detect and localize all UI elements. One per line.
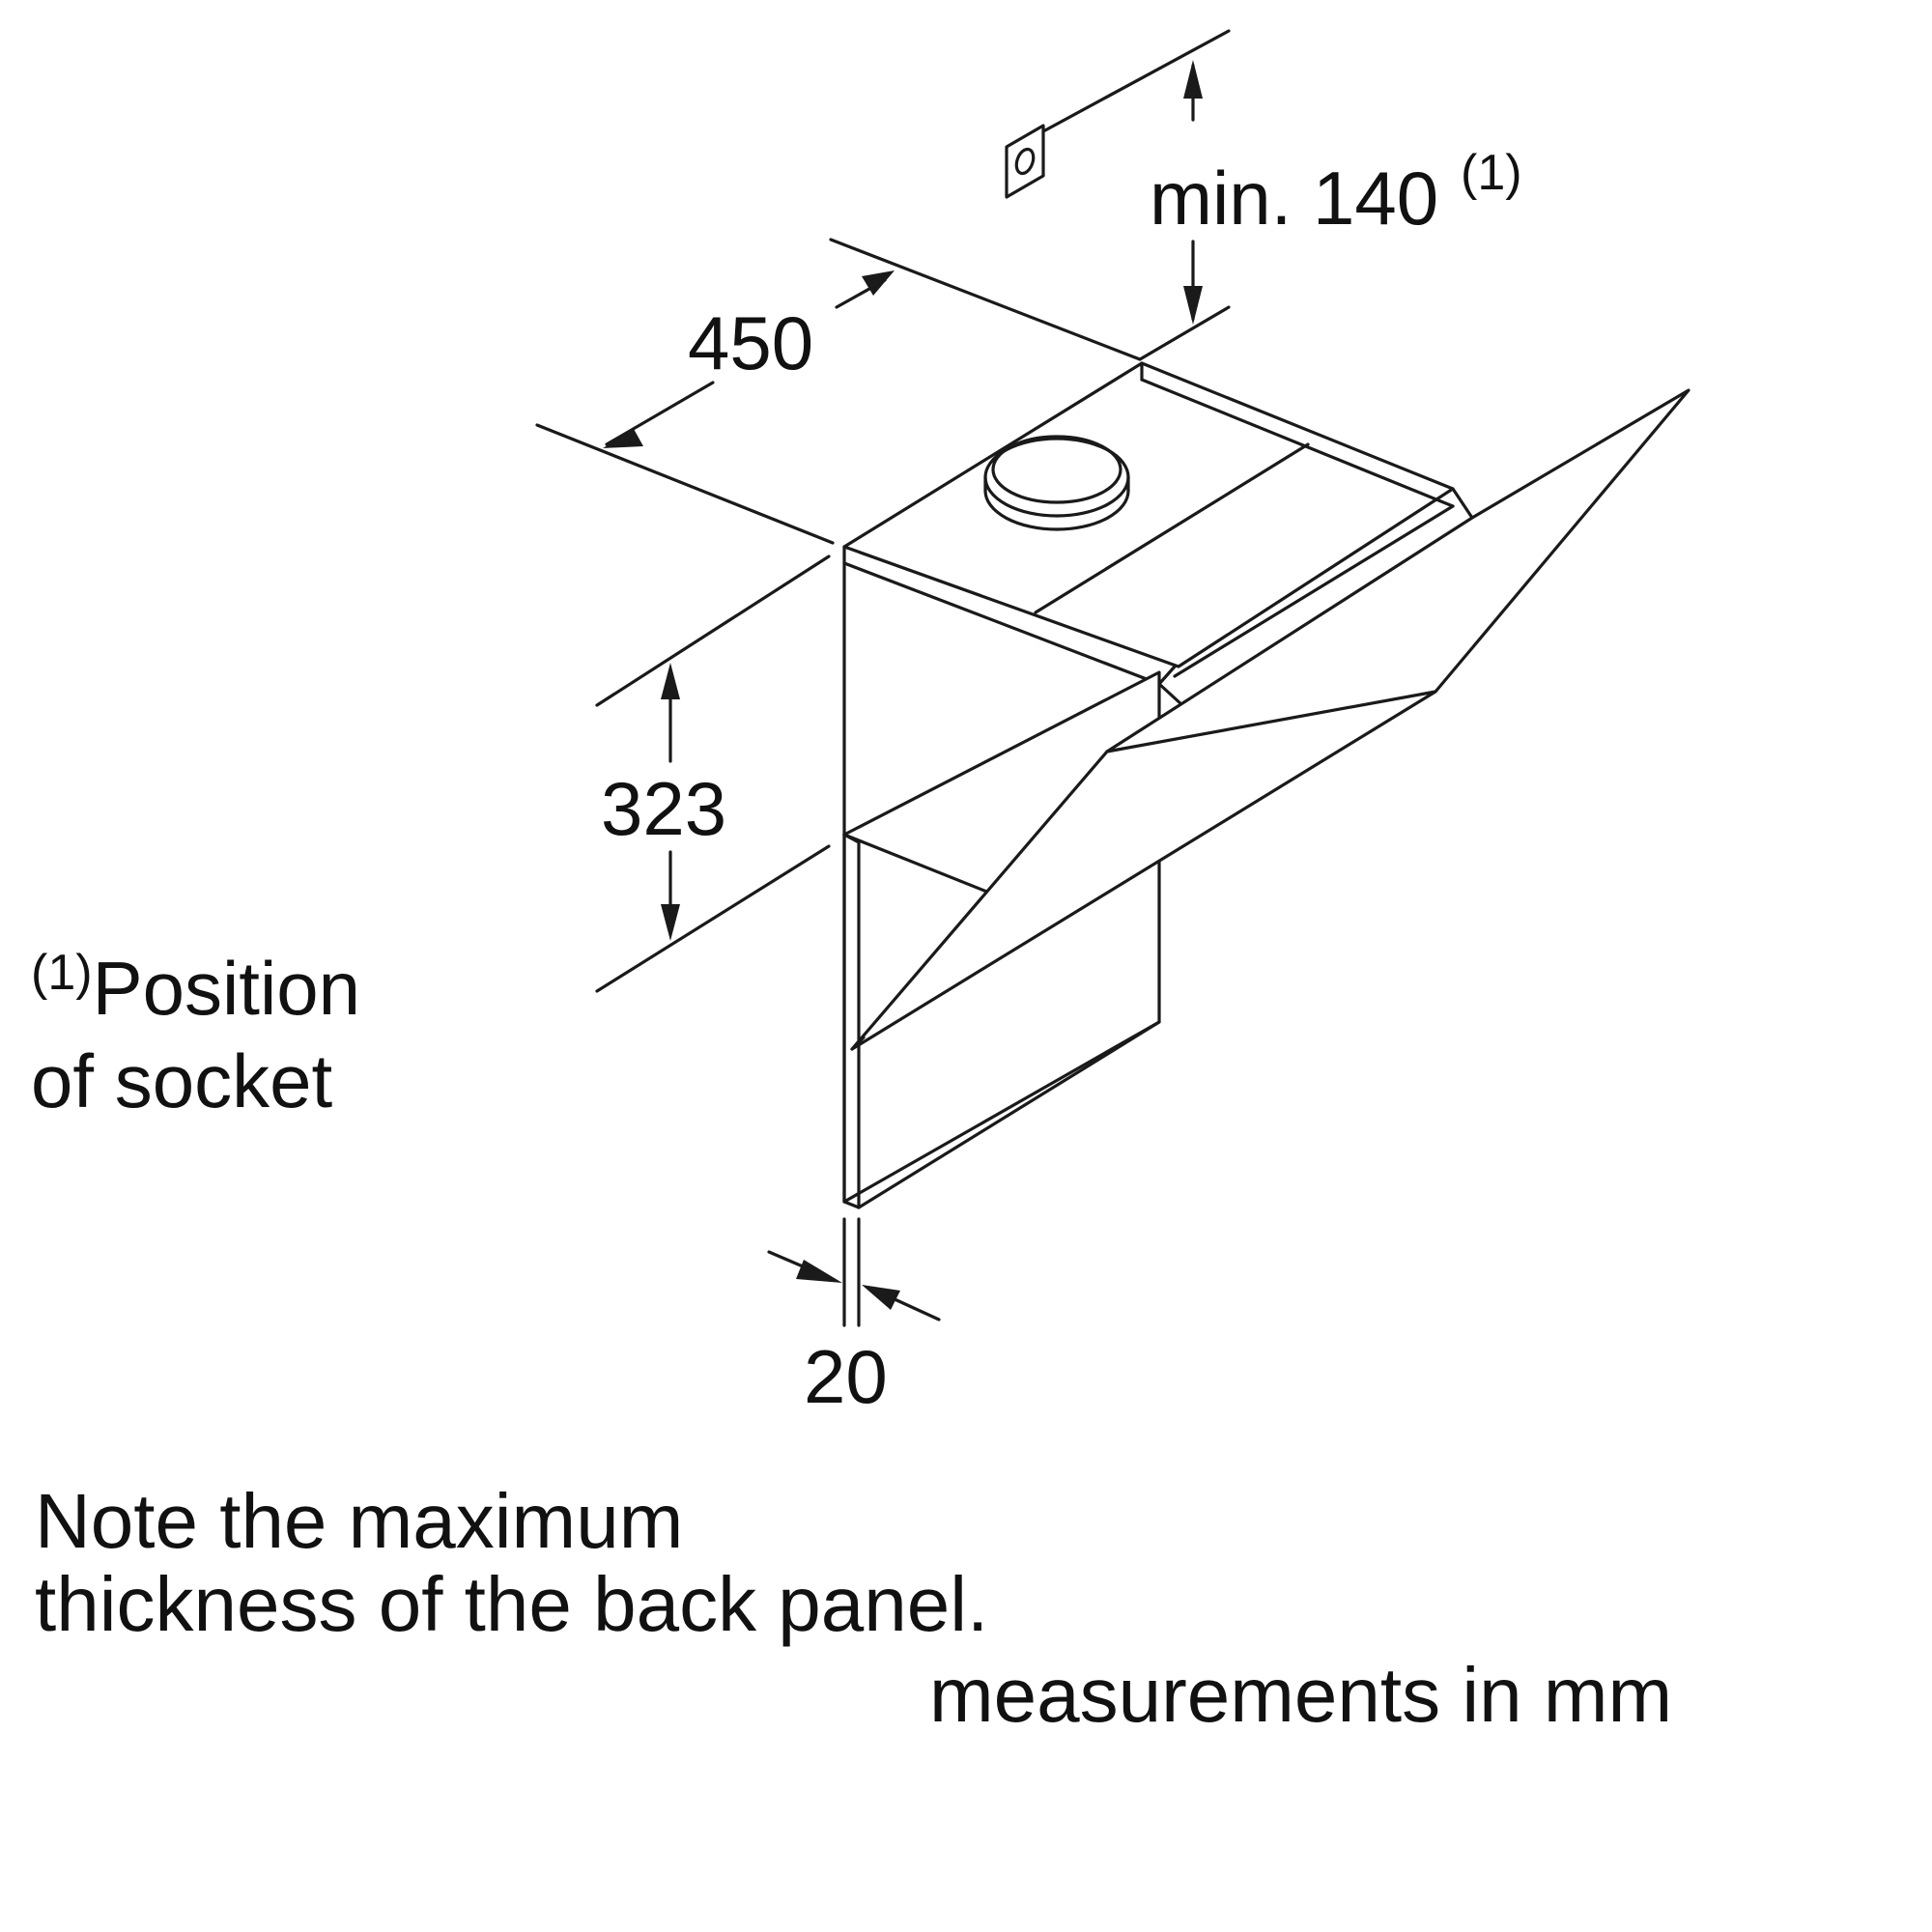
socket-height-dimension: min. 140 (1) <box>1041 29 1522 361</box>
wall-socket-icon <box>1005 124 1045 199</box>
height-dimension: 323 <box>595 554 831 993</box>
units-note: measurements in mm <box>929 1652 1673 1738</box>
hood-chimney <box>842 361 1474 837</box>
panel-thickness-dimension: 20 <box>767 1217 941 1419</box>
depth-dimension: 450 <box>535 238 1142 545</box>
air-outlet-collar <box>983 435 1130 531</box>
footnote-line2: of socket <box>31 1038 333 1123</box>
footnote-mark: (1) <box>31 945 93 1001</box>
dim-height-value: 323 <box>601 766 726 851</box>
back-panel-note: Note the maximum thickness of the back p… <box>35 1478 989 1647</box>
dim-panel-value: 20 <box>804 1334 888 1419</box>
dim-socket-footnote-mark: (1) <box>1461 145 1522 201</box>
dim-socket-label: min. 140 <box>1150 156 1438 241</box>
glass-canopy <box>850 388 1690 1051</box>
footnote-line1: Position <box>92 946 361 1031</box>
dim-depth-value: 450 <box>688 300 813 385</box>
